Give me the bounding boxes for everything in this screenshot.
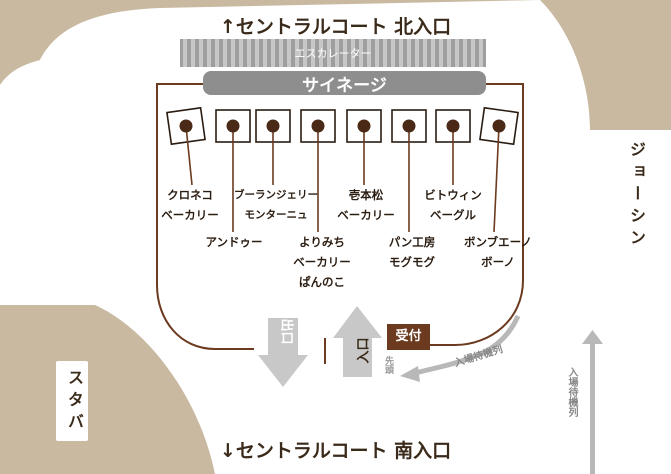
escalator-stripe <box>287 39 291 67</box>
queue-up-arrow <box>582 330 603 474</box>
queue-head-label: 先頭 <box>383 356 393 374</box>
escalator-stripe <box>423 39 427 67</box>
shop-yorimichi: よりみち ベーカリー ぱんのこ <box>284 232 360 292</box>
escalator-stripe <box>447 39 451 67</box>
escalator-stripe <box>247 39 251 67</box>
shop-between-bagel: ビトウィン ベーグル <box>412 185 494 225</box>
stall-box <box>215 109 251 232</box>
reception-badge: 受付 <box>387 324 430 350</box>
starbucks-store: スタバ <box>56 361 88 441</box>
escalator-stripe <box>199 39 203 67</box>
joshin-store: ジョーシン <box>618 135 650 253</box>
shop-name-line: パン工房 <box>388 235 436 249</box>
escalator-stripe <box>439 39 443 67</box>
entrance-label: 入口 <box>356 337 372 364</box>
escalator-stripe <box>207 39 211 67</box>
stall-box <box>346 109 382 185</box>
queue-curved-arrow <box>414 314 521 376</box>
joshin-label: ジョーシン <box>627 141 646 251</box>
shop-name-line: アンドゥー <box>205 235 263 249</box>
stall-box <box>479 106 519 233</box>
escalator-stripe <box>463 39 467 67</box>
entrance-arrow <box>333 306 382 377</box>
escalator-stripe <box>479 39 483 67</box>
escalator-stripe <box>215 39 219 67</box>
shop-name-line: ベーカリー <box>293 255 351 269</box>
escalator-stripe <box>375 39 379 67</box>
escalator-stripe <box>367 39 371 67</box>
escalator-stripe <box>455 39 459 67</box>
escalator-stripe <box>343 39 347 67</box>
escalator-label: エスカレーター <box>294 47 372 60</box>
shop-name-line: 壱本松 <box>348 188 384 202</box>
escalator-stripe <box>223 39 227 67</box>
escalator-stripe <box>391 39 395 67</box>
escalator-stripe <box>311 39 315 67</box>
escalator-stripe <box>351 39 355 67</box>
queue-arrow-head <box>400 366 420 382</box>
shop-kuroneko: クロネコ ベーカリー <box>152 185 228 225</box>
shop-name-line: ブーランジェリー <box>234 189 318 201</box>
shop-name-line: ビトウィン <box>424 188 482 202</box>
queue-area-outline <box>156 83 524 350</box>
escalator-stripe <box>271 39 275 67</box>
shop-name-line: ボンブエーノ <box>464 235 532 249</box>
shop-name-line: モグモグ <box>389 255 435 269</box>
escalator-stripe <box>335 39 339 67</box>
shop-name-line: ベーグル <box>430 208 476 222</box>
floor-area-right <box>590 265 671 474</box>
escalator-stripe <box>255 39 259 67</box>
escalator-stripe <box>295 39 299 67</box>
shop-name-line: ぱんのこ <box>299 275 345 289</box>
escalator-stripe <box>303 39 307 67</box>
signage-label: サイネージ <box>302 76 387 96</box>
escalator-stripe <box>359 39 363 67</box>
south-entrance-label: ↓セントラルコート 南入口 <box>219 440 452 462</box>
escalator-stripe <box>471 39 475 67</box>
shop-ipponmatsu: 壱本松 ベーカリー <box>328 185 404 225</box>
signage-bar <box>203 71 486 95</box>
shop-bombueno: ボンブエーノ ボーノ <box>452 232 544 272</box>
escalator-stripe <box>263 39 267 67</box>
shop-name-line: ベーカリー <box>161 208 219 222</box>
escalator-stripe <box>399 39 403 67</box>
exit-label: 出口 <box>278 318 294 345</box>
stall-box <box>391 109 427 232</box>
starbucks-label: スタバ <box>65 369 84 435</box>
queue-line-right-label: 入場待機列 <box>566 367 577 417</box>
shop-name-line: よりみち <box>299 235 345 249</box>
shop-name-line: モンターニュ <box>244 209 308 221</box>
shop-name-line: クロネコ <box>167 188 213 202</box>
stalls <box>166 106 519 233</box>
escalator-stripe <box>191 39 195 67</box>
shop-name-line: ベーカリー <box>337 208 395 222</box>
escalator-stripe <box>231 39 235 67</box>
shop-name-line: ボーノ <box>481 255 515 269</box>
escalator-stripe <box>407 39 411 67</box>
stall-box <box>300 109 336 232</box>
escalator <box>180 39 486 67</box>
escalator-stripe <box>279 39 283 67</box>
stall-box <box>166 106 206 186</box>
stall-box <box>435 109 471 185</box>
north-entrance-label: ↑セントラルコート 北入口 <box>219 16 452 38</box>
escalator-stripe <box>383 39 387 67</box>
shop-montagne: ブーランジェリー モンターニュ <box>232 185 320 225</box>
shop-mogumogu: パン工房 モグモグ <box>374 232 450 272</box>
escalator-stripe <box>239 39 243 67</box>
shop-andoo: アンドゥー <box>196 232 272 252</box>
escalator-stripe <box>319 39 323 67</box>
stall-box <box>255 109 291 185</box>
exit-arrow <box>258 318 308 387</box>
escalator-stripe <box>431 39 435 67</box>
escalator-stripe <box>327 39 331 67</box>
escalator-stripe <box>183 39 187 67</box>
escalator-stripe <box>415 39 419 67</box>
